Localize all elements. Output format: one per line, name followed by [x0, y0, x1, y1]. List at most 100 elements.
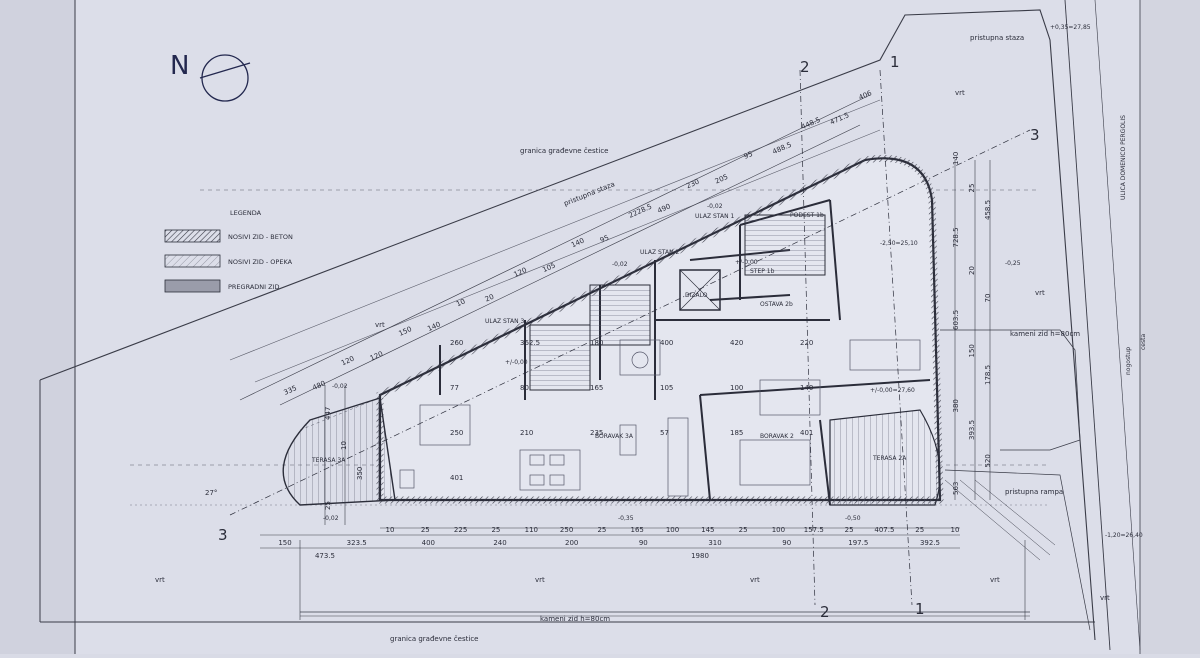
- label-vrt-8: vrt: [1100, 594, 1110, 602]
- dimension-value: 400: [422, 539, 435, 547]
- access-path-line-2: [254, 129, 881, 383]
- dimension-value: 10: [340, 441, 348, 450]
- dimension-value: 362.5: [520, 339, 540, 347]
- dimension-value: 401: [800, 429, 813, 437]
- label-vrt-1: vrt: [955, 89, 965, 97]
- plot-boundary-line: [39, 9, 1096, 641]
- ramp-diagonal-3: [974, 479, 1056, 546]
- level-mark-6: -0,02: [332, 383, 348, 390]
- dimension-value: 458.5: [984, 200, 992, 220]
- dimension-value: 25: [915, 526, 924, 534]
- room-dizalo: DIZALO: [685, 292, 708, 299]
- dim-column-right: 14025458.5728.52070603.5150178.5380393.5…: [952, 152, 992, 495]
- dimension-value: 250: [560, 526, 573, 534]
- dimension-value: 25: [597, 526, 606, 534]
- dimension-value: 260: [450, 339, 463, 347]
- dimension-value: 197.5: [848, 539, 868, 547]
- label-vrt-5: vrt: [535, 576, 545, 584]
- street-edge-line: [1064, 0, 1111, 651]
- dimension-value: 310: [708, 539, 721, 547]
- dimension-value: 20: [968, 266, 976, 275]
- dimension-lines: [239, 94, 1026, 620]
- dimension-value: 220: [800, 339, 813, 347]
- legend-swatch-beton: [164, 229, 221, 243]
- furniture: [399, 339, 921, 497]
- dimension-value: 447: [324, 407, 332, 420]
- dimension-value: 563: [952, 482, 960, 495]
- level-mark-2: -2,50=25,10: [880, 240, 918, 247]
- section-mark-2-bottom: 2: [820, 603, 830, 621]
- legend-item-opeka: NOSIVI ZID - OPEKA: [228, 258, 293, 266]
- dimension-value: 350: [356, 467, 364, 480]
- room-terasa-2a: TERASA 2A: [872, 455, 907, 462]
- section-mark-2-top: 2: [800, 58, 810, 76]
- section-lines: [229, 69, 1031, 606]
- dimension-value: 520: [984, 454, 992, 467]
- angle-mark: 27°: [205, 489, 217, 497]
- staircase-1: [744, 214, 826, 276]
- label-street: ULICA DOMENICO PERGOLIS: [1120, 115, 1127, 200]
- dimension-value: 90: [639, 539, 648, 547]
- dimension-value: 140: [952, 152, 960, 165]
- dimension-value: 400: [660, 339, 673, 347]
- building-wall-hatch: [376, 154, 944, 504]
- dimension-value: 200: [565, 539, 578, 547]
- dimension-value: 70: [984, 294, 992, 303]
- dimension-value: 150: [278, 539, 291, 547]
- dimension-value: 25: [845, 526, 854, 534]
- dimension-value: 110: [525, 526, 538, 534]
- label-vrt-6: vrt: [750, 576, 760, 584]
- label-vrt-2: vrt: [1035, 289, 1045, 297]
- level-mark-12: +/-0,00: [505, 359, 528, 366]
- north-arrow-label: N: [170, 51, 189, 81]
- dimension-value: 235: [590, 429, 603, 437]
- label-vrt-7: vrt: [990, 576, 1000, 584]
- dimension-value: 25: [739, 526, 748, 534]
- label-pristupna-staza-top: pristupna staza: [970, 34, 1024, 42]
- dimension-value: 603.5: [952, 310, 960, 330]
- level-mark-13: -0,02: [612, 261, 628, 268]
- dimension-value: 57: [660, 429, 669, 437]
- dimension-value: 225: [454, 526, 467, 534]
- dimension-value: 401: [450, 474, 463, 482]
- level-mark-5: -1,20=26,40: [1105, 532, 1143, 539]
- level-mark-8: -0,02: [707, 203, 723, 210]
- section-mark-3-right: 3: [1030, 126, 1040, 144]
- legend-swatch-pregradni: [164, 279, 221, 293]
- dimension-value: 145: [701, 526, 714, 534]
- paper-margin-left: [0, 0, 75, 654]
- dimension-value: 380: [952, 399, 960, 412]
- dimension-value: 80: [520, 384, 529, 392]
- room-boravak-2: BORAVAK 2: [760, 433, 794, 440]
- legend-item-beton: NOSIVI ZID - BETON: [228, 233, 293, 241]
- legend: LEGENDA NOSIVI ZID - BETON NOSIVI ZID - …: [164, 209, 293, 293]
- elevator-shaft: [679, 269, 721, 311]
- ramp-diagonal-1: [944, 479, 1041, 561]
- level-mark-11: +/-0,00: [735, 259, 758, 266]
- label-granica-bottom: granica građevne čestice: [390, 635, 478, 643]
- label-vrt-3: vrt: [375, 321, 385, 329]
- terrace-3a-area: [282, 397, 396, 506]
- room-ulaz-stan-2: ULAZ STAN 2: [640, 249, 680, 256]
- level-mark-9: -0,35: [618, 515, 634, 522]
- section-mark-1-top: 1: [890, 53, 900, 71]
- legend-title: LEGENDA: [230, 209, 262, 217]
- label-vrt-4: vrt: [155, 576, 165, 584]
- room-ulaz-stan-3: ULAZ STAN 3: [485, 318, 525, 325]
- section-mark-1-bottom: 1: [915, 600, 925, 618]
- dimension-value: 95: [743, 150, 754, 161]
- dimension-value: 165: [631, 526, 644, 534]
- room-terasa-3a: TERASA 3A: [311, 457, 346, 464]
- dimension-value: 240: [493, 539, 506, 547]
- elevator-cross-2: [679, 269, 721, 311]
- dimension-value: 10: [455, 297, 466, 308]
- dimension-value: 473.5: [315, 552, 335, 560]
- dimension-value: 210: [520, 429, 533, 437]
- legend-swatch-opeka: [164, 254, 221, 268]
